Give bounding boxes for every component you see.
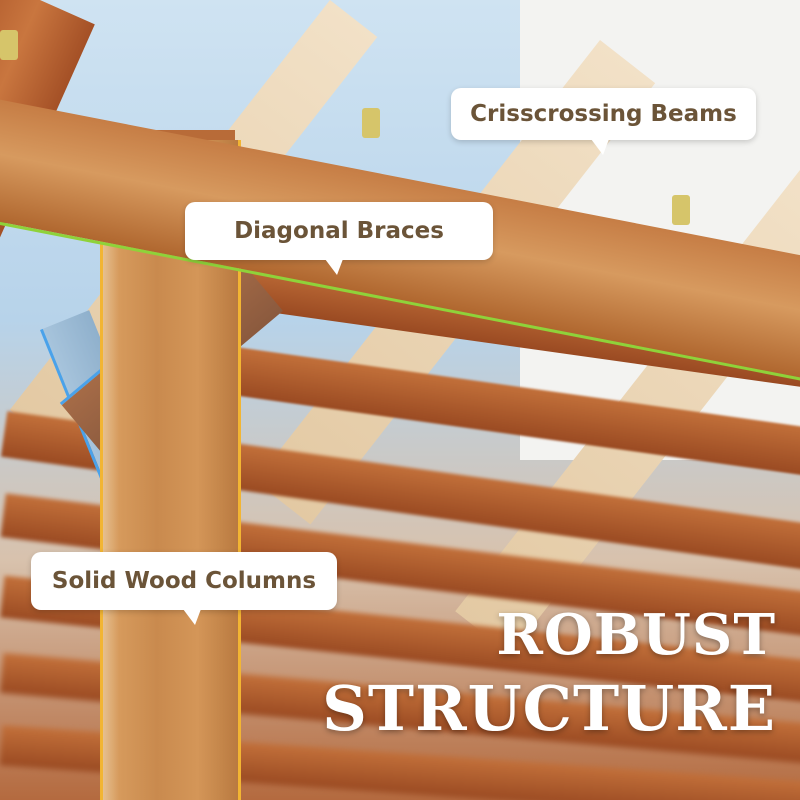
metal-bracket [0,30,18,60]
metal-bracket [362,108,380,138]
headline-line-2: STRUCTURE [322,672,776,745]
callout-diagonal-braces: Diagonal Braces [185,202,493,275]
callout-tail [325,259,343,275]
callout-solid-wood-columns: Solid Wood Columns [31,552,337,625]
callout-tail [591,139,609,155]
callout-crisscrossing-beams: Crisscrossing Beams [451,88,756,155]
callout-label: Solid Wood Columns [51,568,317,594]
headline-line-1: ROBUST [496,602,776,668]
callout-label: Diagonal Braces [234,218,444,244]
callout-label: Crisscrossing Beams [470,101,737,127]
metal-bracket [672,195,690,225]
callout-tail [183,609,201,625]
